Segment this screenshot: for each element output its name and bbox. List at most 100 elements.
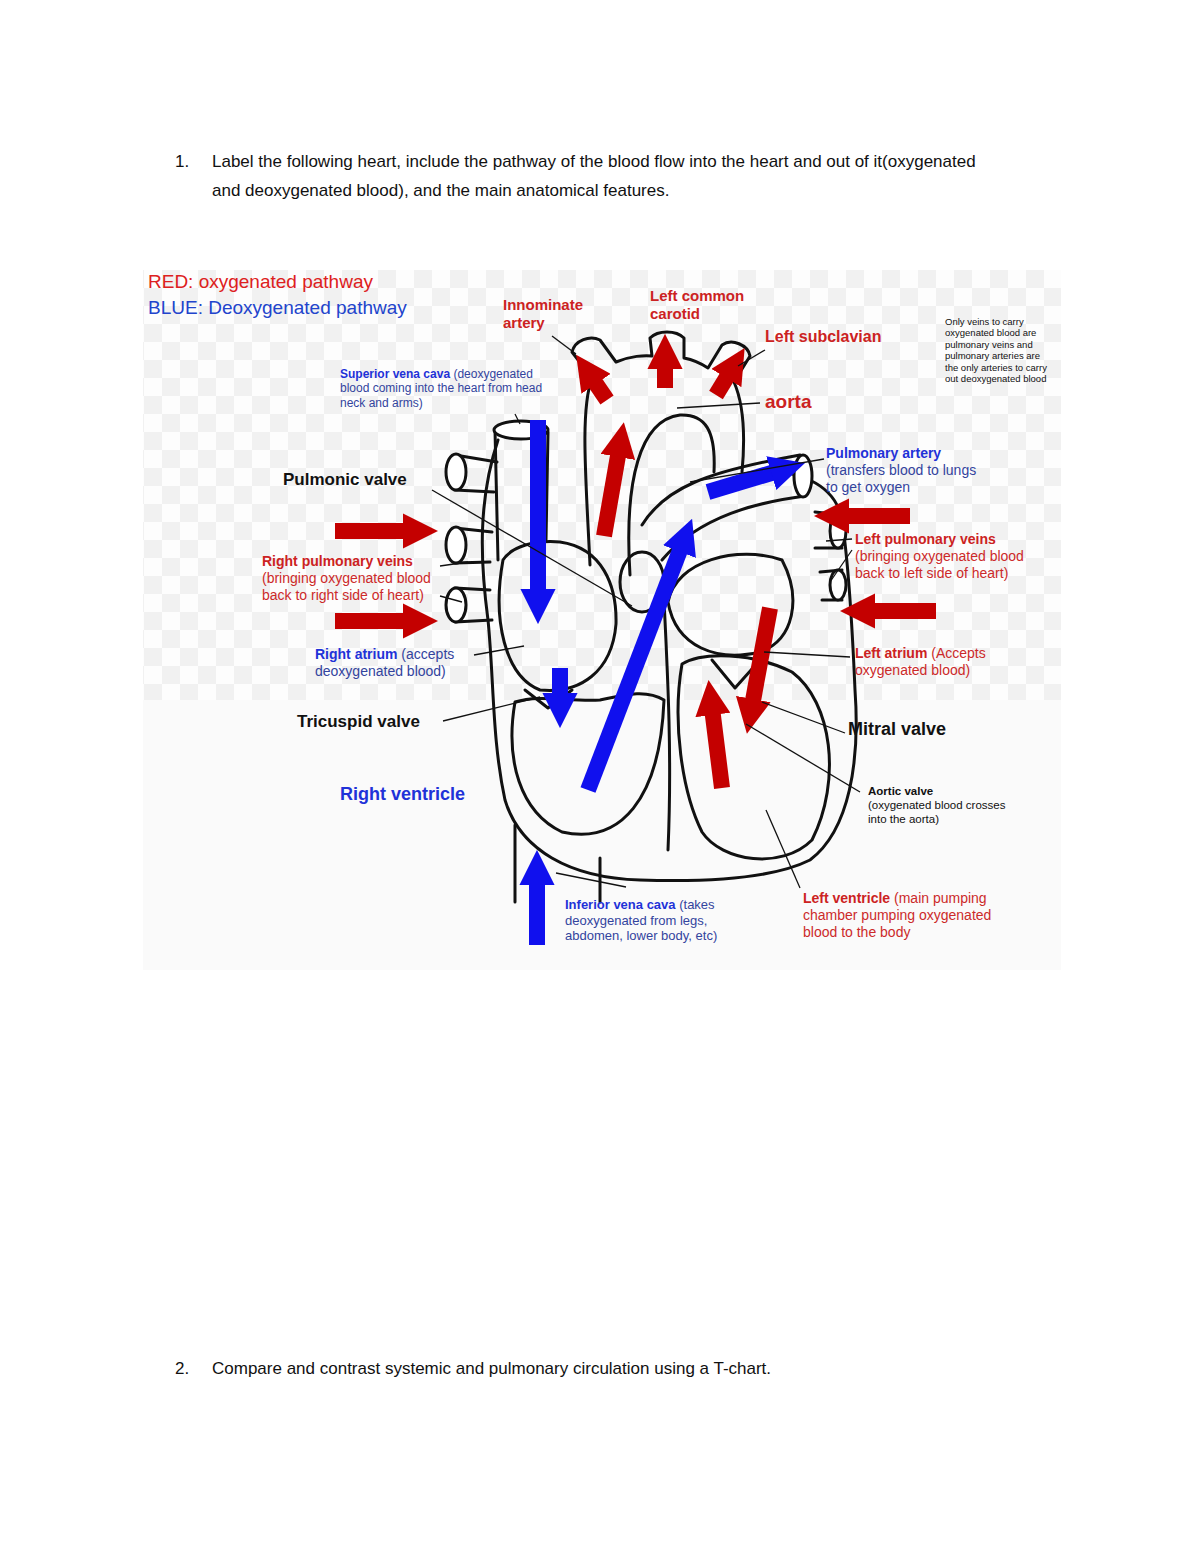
red-flow-arrow <box>604 450 619 536</box>
leader-line <box>746 724 860 792</box>
leader-line <box>440 596 462 602</box>
blue-flow-arrow <box>708 471 778 492</box>
label-group: Inferior vena cava(takes deoxygenated fr… <box>565 897 745 944</box>
part-label: (oxygenated blood crosses into the aorta… <box>868 799 1005 825</box>
red-flow-arrow <box>868 603 936 619</box>
label-group: Left subclavian <box>765 327 881 346</box>
leader-line <box>826 539 852 541</box>
heart-outline <box>572 332 750 565</box>
question-number: 1. <box>175 152 189 171</box>
heart-outline <box>446 454 466 490</box>
leader-line <box>515 414 520 424</box>
leader-line <box>432 336 860 888</box>
part-label: Pulmonary artery <box>826 445 986 462</box>
label-group: Mitral valve <box>848 719 946 741</box>
red-flow-arrow <box>712 708 722 788</box>
blue-flow-arrow <box>530 420 546 596</box>
heart-outline <box>546 432 548 540</box>
heart-outline <box>446 527 466 563</box>
leader-line <box>764 652 850 657</box>
heart-outline <box>446 332 856 902</box>
blue-flow-arrow <box>529 878 545 945</box>
label-group: Left common carotid <box>650 287 762 323</box>
red-flow-arrow <box>752 608 770 706</box>
leader-line <box>762 702 845 733</box>
red-flow-arrow <box>592 378 607 400</box>
leader-line <box>690 459 824 482</box>
leader-line <box>443 697 540 721</box>
part-label: Inferior vena cava <box>565 897 676 912</box>
question-text: Compare and contrast systemic and pulmon… <box>212 1359 771 1378</box>
label-group: Pulmonary artery(transfers blood to lung… <box>826 445 986 495</box>
label-group: Only veins to carry oxygenated blood are… <box>945 316 1049 384</box>
blue-flow-arrow <box>588 545 682 790</box>
heart-outline <box>830 570 846 600</box>
part-label: (bringing oxygenated blood back to left … <box>855 548 1024 581</box>
heart-outline <box>515 825 600 902</box>
diagram-ground <box>143 270 1061 970</box>
question-number: 2. <box>175 1359 189 1378</box>
part-label: (transfers blood to lungs to get oxygen <box>826 462 976 495</box>
label-group: 2. <box>175 1354 189 1383</box>
part-label: Superior vena cava <box>340 367 450 381</box>
part-label: Mitral valve <box>848 719 946 739</box>
label-group: Pulmonic valve <box>283 470 407 490</box>
diagram-ground <box>143 270 1061 970</box>
red-flow-arrow <box>842 508 910 524</box>
heart-outline <box>664 600 670 850</box>
heart-outline <box>512 694 664 835</box>
part-label: aorta <box>765 391 811 412</box>
legend-text: RED: oxygenated pathway <box>148 271 373 292</box>
leader-line <box>432 490 632 606</box>
label-group: Right atrium(accepts deoxygenated blood) <box>315 646 475 680</box>
label-group: Label the following heart, include the p… <box>212 147 1002 205</box>
part-label: Left ventricle <box>803 890 890 906</box>
part-label: (bringing oxygenated blood back to right… <box>262 570 431 603</box>
leader-line <box>738 350 765 366</box>
part-label: Left subclavian <box>765 328 881 345</box>
label-group: Right ventricle <box>340 784 465 806</box>
red-flow-arrow <box>335 523 410 539</box>
red-flow-arrow <box>335 613 410 629</box>
label-group: Superior vena cava(deoxygenated blood co… <box>340 367 565 410</box>
blue-flow-arrow <box>537 420 778 945</box>
label-group: Left pulmonary veins(bringing oxygenated… <box>855 531 1055 581</box>
legend-text: BLUE: Deoxygenated pathway <box>148 297 407 318</box>
part-label: Right atrium <box>315 646 397 662</box>
heart-outline <box>642 455 800 525</box>
leader-line <box>552 336 576 354</box>
red-flow-arrow <box>716 372 730 395</box>
part-label: Pulmonic valve <box>283 470 407 489</box>
leader-line <box>474 646 524 655</box>
leader-line <box>556 873 626 887</box>
heart-outline <box>668 554 793 655</box>
note-text: Only veins to carry oxygenated blood are… <box>945 316 1047 384</box>
part-label: Innominate artery <box>503 296 583 331</box>
part-label: Right ventricle <box>340 784 465 804</box>
label-group: Right pulmonary veins(bringing oxygenate… <box>262 553 438 603</box>
heart-outline <box>495 430 498 560</box>
part-label: Left pulmonary veins <box>855 531 1055 548</box>
part-label: Left atrium <box>855 645 927 661</box>
blue-flow-arrow <box>552 668 568 700</box>
label-group: 1. <box>175 147 189 176</box>
label-group: BLUE: Deoxygenated pathway <box>148 297 407 320</box>
part-label: Left common carotid <box>650 287 744 322</box>
heart-outline <box>446 588 466 622</box>
label-group: RED: oxygenated pathway <box>148 271 373 294</box>
part-label: Aortic valve <box>868 785 1008 799</box>
label-group: Left atrium(Accepts oxygenated blood) <box>855 645 1020 679</box>
label-group: Tricuspid valve <box>297 712 420 732</box>
question-text: Label the following heart, include the p… <box>212 152 976 200</box>
leader-line <box>440 562 468 566</box>
label-group: Compare and contrast systemic and pulmon… <box>212 1354 1012 1383</box>
part-label: Right pulmonary veins <box>262 553 438 570</box>
part-label: Tricuspid valve <box>297 712 420 731</box>
label-group: aorta <box>765 391 811 414</box>
label-group: Aortic valve(oxygenated blood crosses in… <box>868 785 1008 826</box>
red-flow-arrow <box>657 362 673 388</box>
label-group: Innominate artery <box>503 296 603 332</box>
leader-line <box>677 403 760 408</box>
leader-line <box>766 810 800 888</box>
